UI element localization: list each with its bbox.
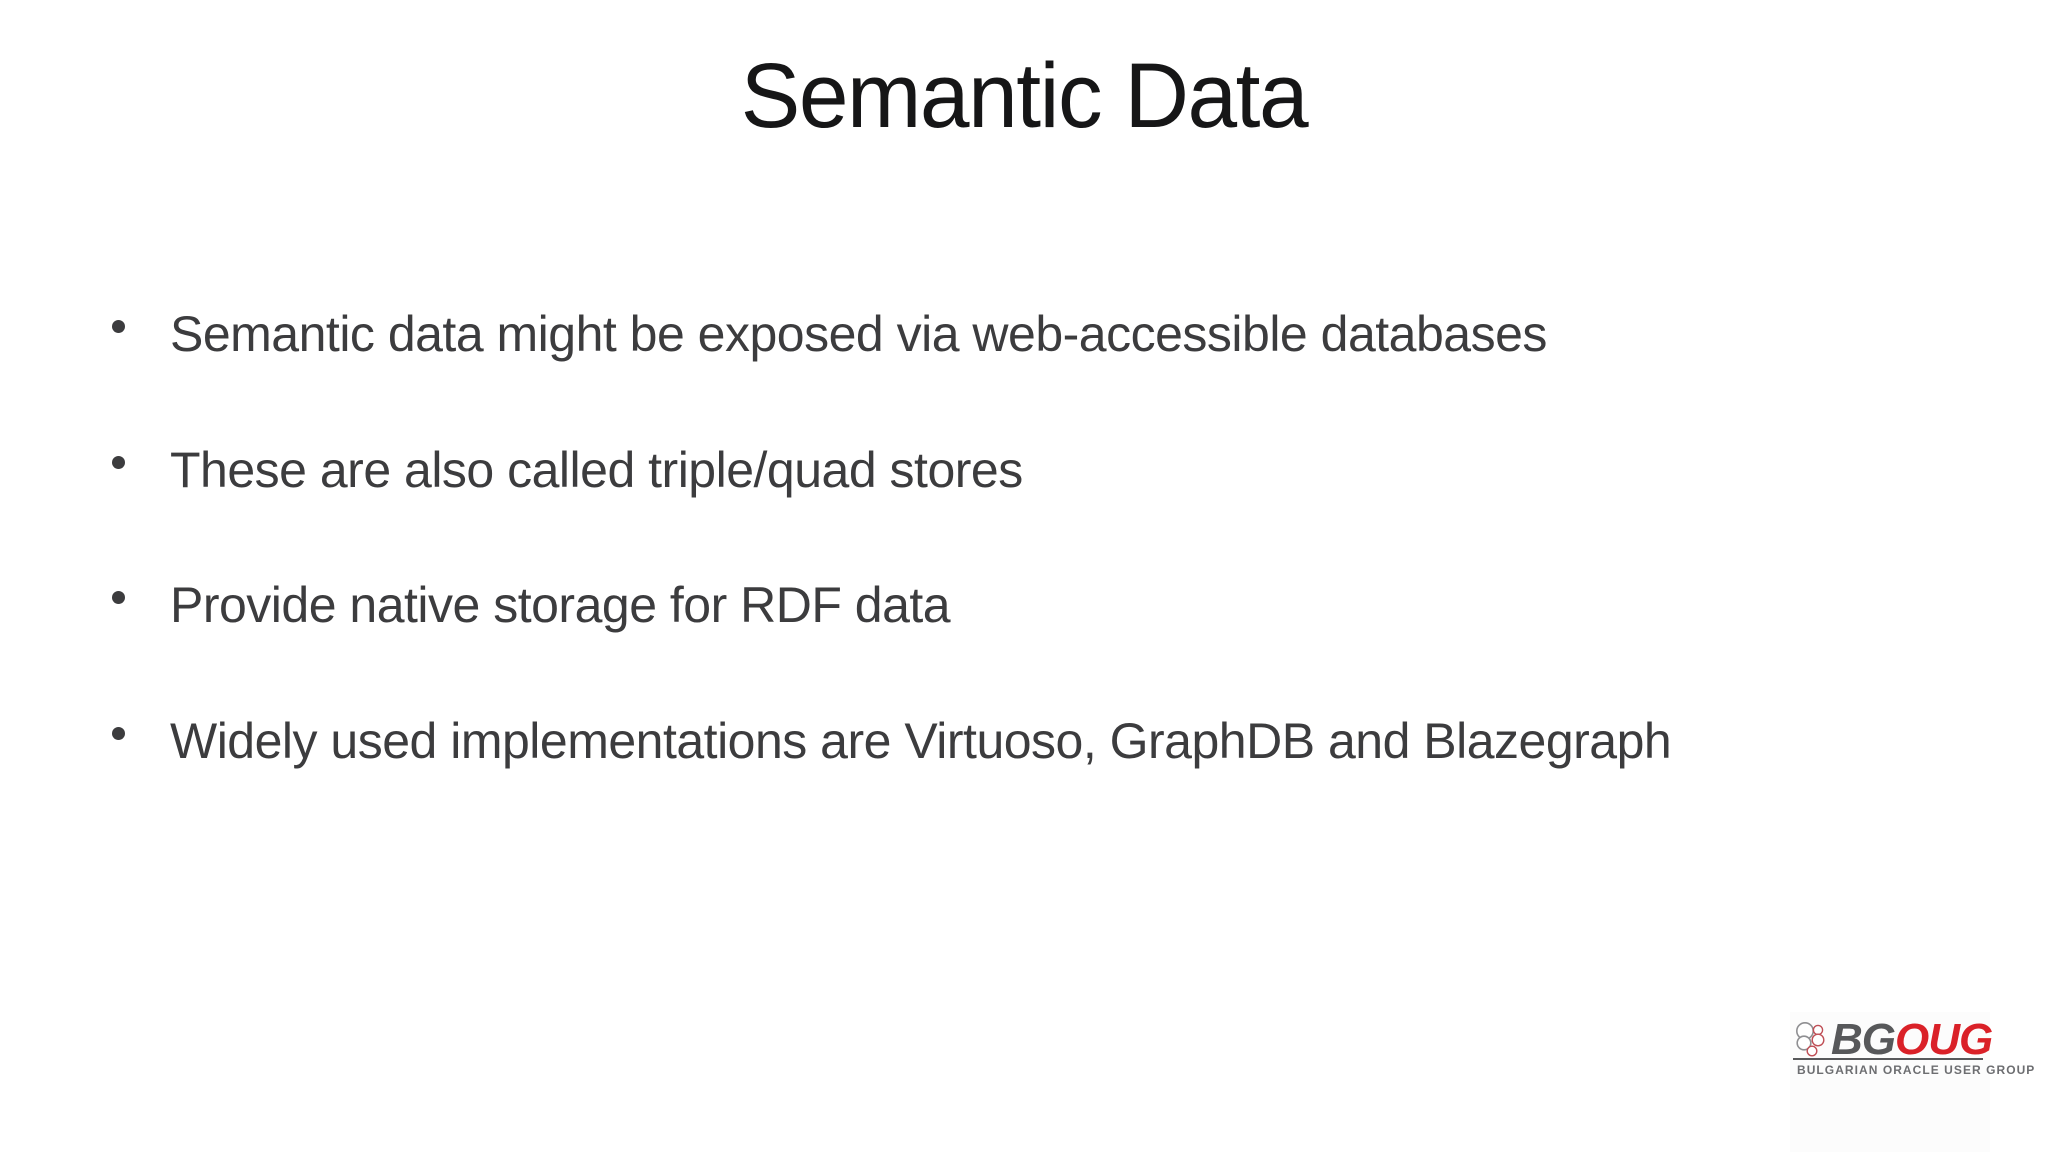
database-cylinders-icon [1796,1022,1825,1057]
logo-divider-line [1793,1058,1983,1060]
bullet-item: Semantic data might be exposed via web-a… [0,306,1960,364]
bullet-text: Widely used implementations are Virtuoso… [170,712,1672,769]
bullet-text: Semantic data might be exposed via web-a… [170,306,1547,362]
bullet-item: Widely used implementations are Virtuoso… [0,713,1960,771]
bgoug-wordmark: BGOUG [1831,1015,1993,1064]
bgoug-wordmark-oug: OUG [1895,1015,1993,1064]
bullet-dot-icon [112,726,125,740]
bullet-dot-icon [112,320,125,333]
bgoug-wordmark-bg: BG [1831,1015,1896,1064]
bgoug-logo-row: BGOUG [1794,1015,1993,1064]
bullet-text: These are also called triple/quad stores [170,441,1023,498]
bgoug-logo: BGOUG BULGARIAN ORACLE USER GROUP [1790,1012,2034,1152]
bullet-dot-icon [112,591,125,604]
logo-tagline: BULGARIAN ORACLE USER GROUP [1797,1063,2036,1077]
bullet-item: These are also called triple/quad stores [0,442,1960,500]
bullet-dot-icon [112,455,125,469]
bullet-text: Provide native storage for RDF data [170,577,951,633]
bullet-item: Provide native storage for RDF data [0,577,1960,635]
slide-title: Semantic Data [740,45,1309,147]
bullet-list: Semantic data might be exposed via web-a… [0,306,1960,848]
